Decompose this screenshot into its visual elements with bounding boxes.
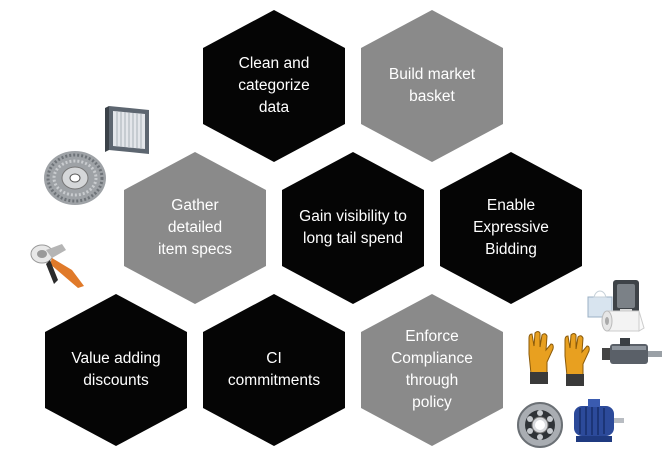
hex-enable-expressive-bidding: Enable Expressive Bidding — [440, 152, 582, 304]
pneumatic-cylinder-icon — [602, 338, 662, 364]
hex-label: Enforce Compliance through policy — [391, 328, 473, 411]
hex-gather-item-specs: Gather detailed item specs — [124, 152, 266, 304]
hex-enforce-compliance: Enforce Compliance through policy — [361, 294, 503, 446]
paper-roll-icon — [601, 310, 645, 332]
work-gloves-icon — [528, 331, 590, 386]
electric-motor-icon — [574, 399, 624, 442]
cable-cutter-icon — [30, 244, 84, 288]
hex-value-adding-discounts: Value adding discounts — [45, 294, 187, 446]
hex-label: CI commitments — [227, 350, 321, 389]
wire-wheel-brush-icon — [44, 151, 106, 205]
hex-label: Value adding discounts — [71, 350, 161, 389]
hex-ci-commitments: CI commitments — [203, 294, 345, 446]
hex-gain-visibility: Gain visibility to long tail spend — [282, 152, 424, 304]
hex-label: Gather detailed item specs — [157, 197, 233, 258]
hex-build-market-basket: Build market basket — [361, 10, 503, 162]
air-filter-icon — [105, 106, 149, 154]
ball-bearing-icon — [517, 402, 563, 448]
hex-clean-categorize-data: Clean and categorize data — [203, 10, 345, 162]
hex-label: Gain visibility to long tail spend — [299, 208, 407, 247]
hex-label: Build market basket — [388, 66, 476, 105]
hex-label: Enable Expressive Bidding — [473, 197, 549, 258]
hex-label: Clean and categorize data — [238, 55, 310, 116]
